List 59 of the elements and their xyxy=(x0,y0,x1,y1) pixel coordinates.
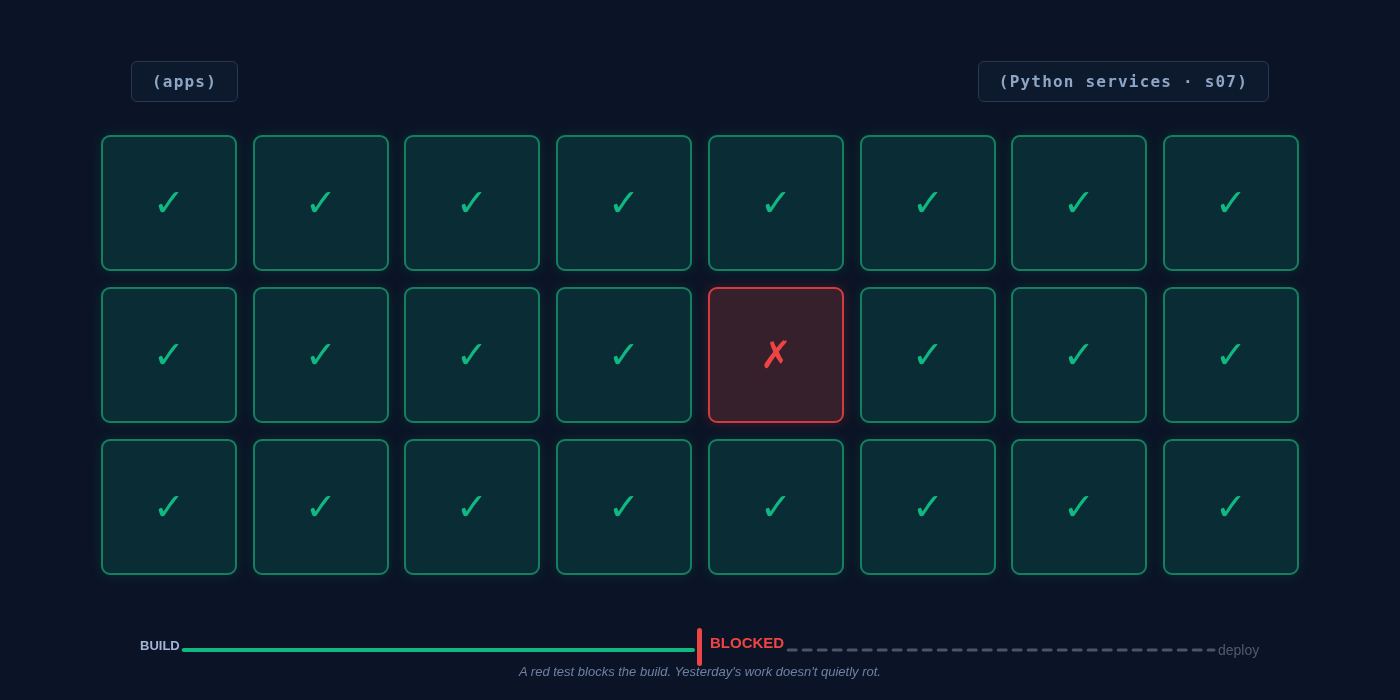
connector-line xyxy=(786,648,1216,652)
status-tile xyxy=(556,439,692,575)
status-tile xyxy=(1011,439,1147,575)
status-tile xyxy=(1011,135,1147,271)
check-mark: ✓ xyxy=(153,488,185,526)
status-tile xyxy=(101,135,237,271)
status-tile xyxy=(1163,287,1299,423)
check-mark: ✓ xyxy=(912,488,944,526)
status-tile xyxy=(253,135,389,271)
group-label: (apps) xyxy=(152,72,217,91)
status-tile xyxy=(253,287,389,423)
status-tile xyxy=(556,135,692,271)
check-mark: ✓ xyxy=(456,488,488,526)
check-mark: ✓ xyxy=(305,184,337,222)
check-mark: ✓ xyxy=(153,184,185,222)
status-tile xyxy=(253,439,389,575)
caption: A red test blocks the build. Yesterday's work doesn't quietly rot. xyxy=(519,664,881,679)
stage-label: deploy xyxy=(1218,642,1260,658)
check-mark: ✓ xyxy=(153,336,185,374)
connector-line xyxy=(181,648,695,652)
check-mark: ✓ xyxy=(305,336,337,374)
status-tile xyxy=(1163,135,1299,271)
check-mark: ✓ xyxy=(1215,336,1247,374)
status-tile xyxy=(404,439,540,575)
check-mark: ✓ xyxy=(1063,488,1095,526)
status-tile xyxy=(556,287,692,423)
check-mark: ✓ xyxy=(760,184,792,222)
header-box xyxy=(977,61,1269,102)
check-mark: ✓ xyxy=(456,336,488,374)
check-mark: ✓ xyxy=(608,336,640,374)
status-tile xyxy=(708,135,844,271)
status-tile xyxy=(860,439,996,575)
check-mark: ✓ xyxy=(912,184,944,222)
check-mark: ✓ xyxy=(1063,184,1095,222)
status-tile xyxy=(404,287,540,423)
stage-label: BUILD xyxy=(140,638,180,653)
status-label: BLOCKED xyxy=(710,634,785,651)
status-tile xyxy=(101,287,237,423)
check-mark: ✓ xyxy=(1215,488,1247,526)
group-label: (Python services · s07) xyxy=(998,72,1248,91)
status-tile xyxy=(708,439,844,575)
check-mark: ✓ xyxy=(1063,336,1095,374)
status-tile xyxy=(860,135,996,271)
check-mark: ✓ xyxy=(456,184,488,222)
cross-mark: ✗ xyxy=(760,336,792,374)
check-mark: ✓ xyxy=(608,488,640,526)
status-tile xyxy=(860,287,996,423)
check-mark: ✓ xyxy=(608,184,640,222)
status-tile xyxy=(1011,287,1147,423)
status-tile xyxy=(708,287,844,423)
check-mark: ✓ xyxy=(305,488,337,526)
blocker-bar xyxy=(697,628,702,666)
check-mark: ✓ xyxy=(1215,184,1247,222)
check-mark: ✓ xyxy=(912,336,944,374)
status-tile xyxy=(404,135,540,271)
header-box xyxy=(131,61,238,102)
status-tile xyxy=(1163,439,1299,575)
status-tile xyxy=(101,439,237,575)
check-mark: ✓ xyxy=(760,488,792,526)
